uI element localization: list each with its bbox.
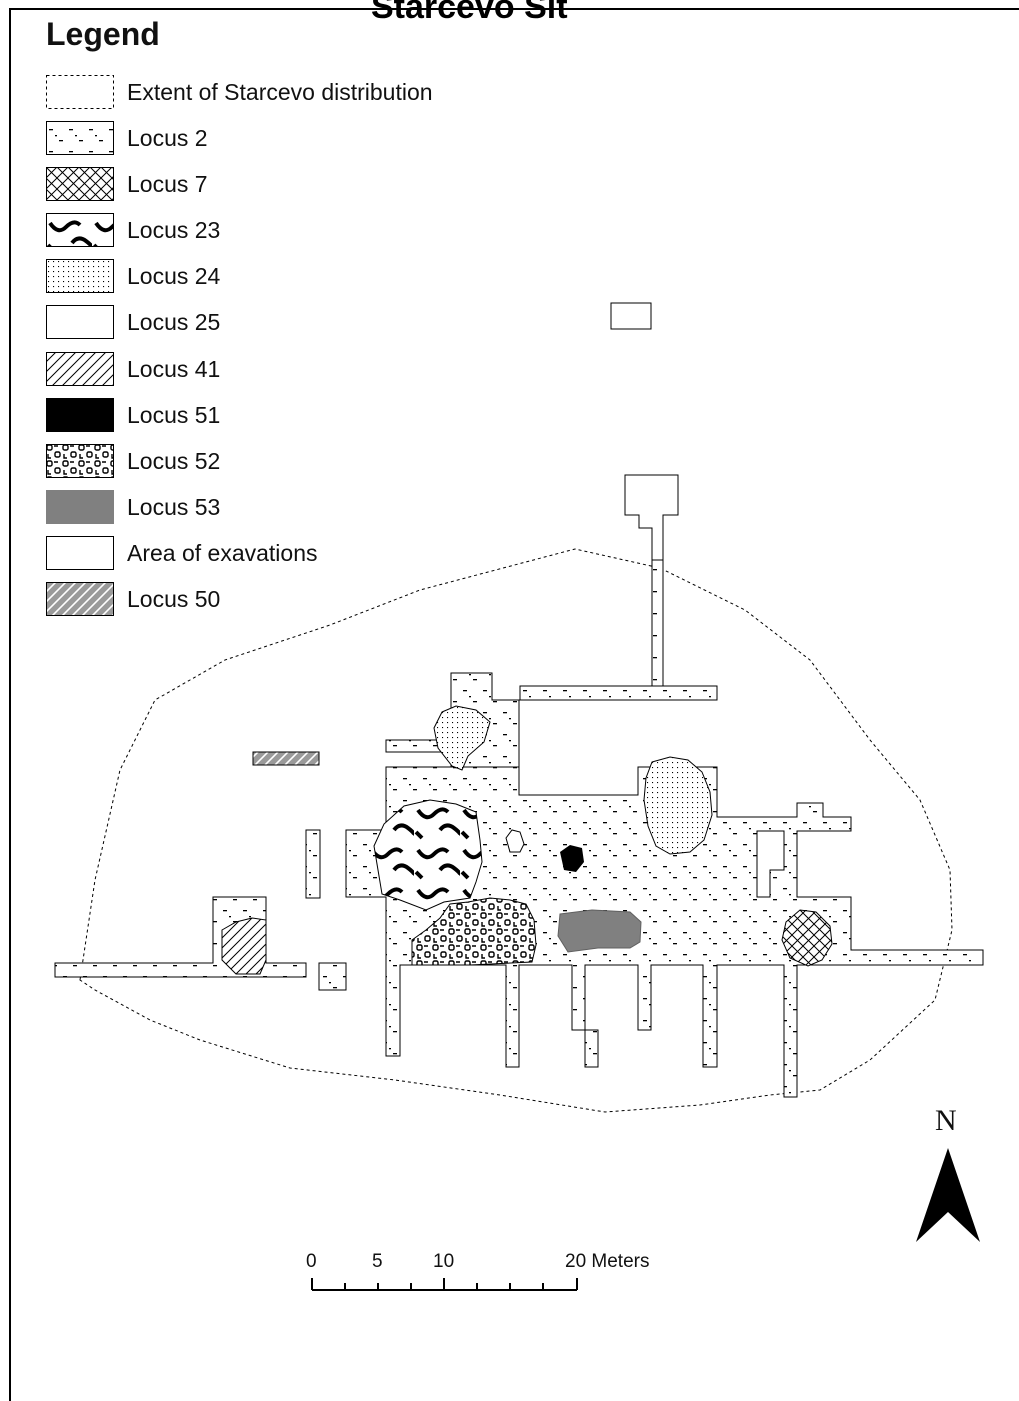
isolated-trench: [610, 302, 652, 330]
scale-tick-5: 5: [372, 1251, 383, 1272]
legend-swatch-locus-24: [46, 259, 114, 293]
locus-23: [373, 799, 483, 911]
legend-swatch-locus-50: [46, 582, 114, 616]
legend-swatch-locus-53: [46, 490, 114, 524]
locus-24-north: [433, 705, 491, 771]
legend-label: Locus 51: [127, 402, 221, 428]
locus-51: [560, 845, 584, 872]
legend-swatch-locus-7: [46, 167, 114, 201]
legend-swatch-excavations: [46, 536, 114, 570]
locus-52: [411, 897, 537, 966]
locus-50: [252, 751, 320, 766]
legend-label: Locus 25: [127, 309, 221, 335]
north-label: N: [935, 1104, 957, 1137]
legend-label: Locus 50: [127, 586, 221, 612]
legend-label: Locus 24: [127, 263, 221, 289]
starcevo-extent-outline: [79, 548, 953, 1113]
legend-title: Legend: [46, 16, 160, 52]
scale-bar: [311, 1278, 578, 1291]
legend-swatch-locus-23: [46, 213, 114, 247]
map-title-fragment: Starcevo Sit: [371, 0, 568, 26]
scale-tick-0: 0: [306, 1251, 317, 1272]
legend-label: Locus 53: [127, 494, 221, 520]
legend-label: Locus 41: [127, 356, 221, 382]
legend-label: Locus 7: [127, 171, 208, 197]
legend-swatch-locus-2: [46, 121, 114, 155]
legend-label: Area of exavations: [127, 540, 318, 566]
legend-label: Extent of Starcevo distribution: [127, 79, 433, 105]
locus-41: [221, 917, 267, 975]
scale-tick-20-meters: 20 Meters: [565, 1251, 649, 1272]
legend-swatch-locus-52: [46, 444, 114, 478]
legend-label: Locus 52: [127, 448, 221, 474]
legend-label: Locus 23: [127, 217, 221, 243]
legend-swatch-locus-25: [46, 305, 114, 339]
north-arrow-icon: [916, 1148, 980, 1242]
legend-swatch-locus-51: [46, 398, 114, 432]
scale-tick-10: 10: [433, 1251, 454, 1272]
locus-53: [557, 909, 642, 953]
excavation-locus-2: [54, 474, 984, 1098]
locus-24-east: [643, 756, 713, 855]
locus-7: [781, 909, 833, 967]
map-frame: Starcevo Sit: [9, 0, 1019, 1401]
locus-25-blob: [505, 829, 525, 853]
legend-swatch-locus-41: [46, 352, 114, 386]
legend-swatch-dashed: [46, 75, 114, 109]
legend-label: Locus 2: [127, 125, 208, 151]
